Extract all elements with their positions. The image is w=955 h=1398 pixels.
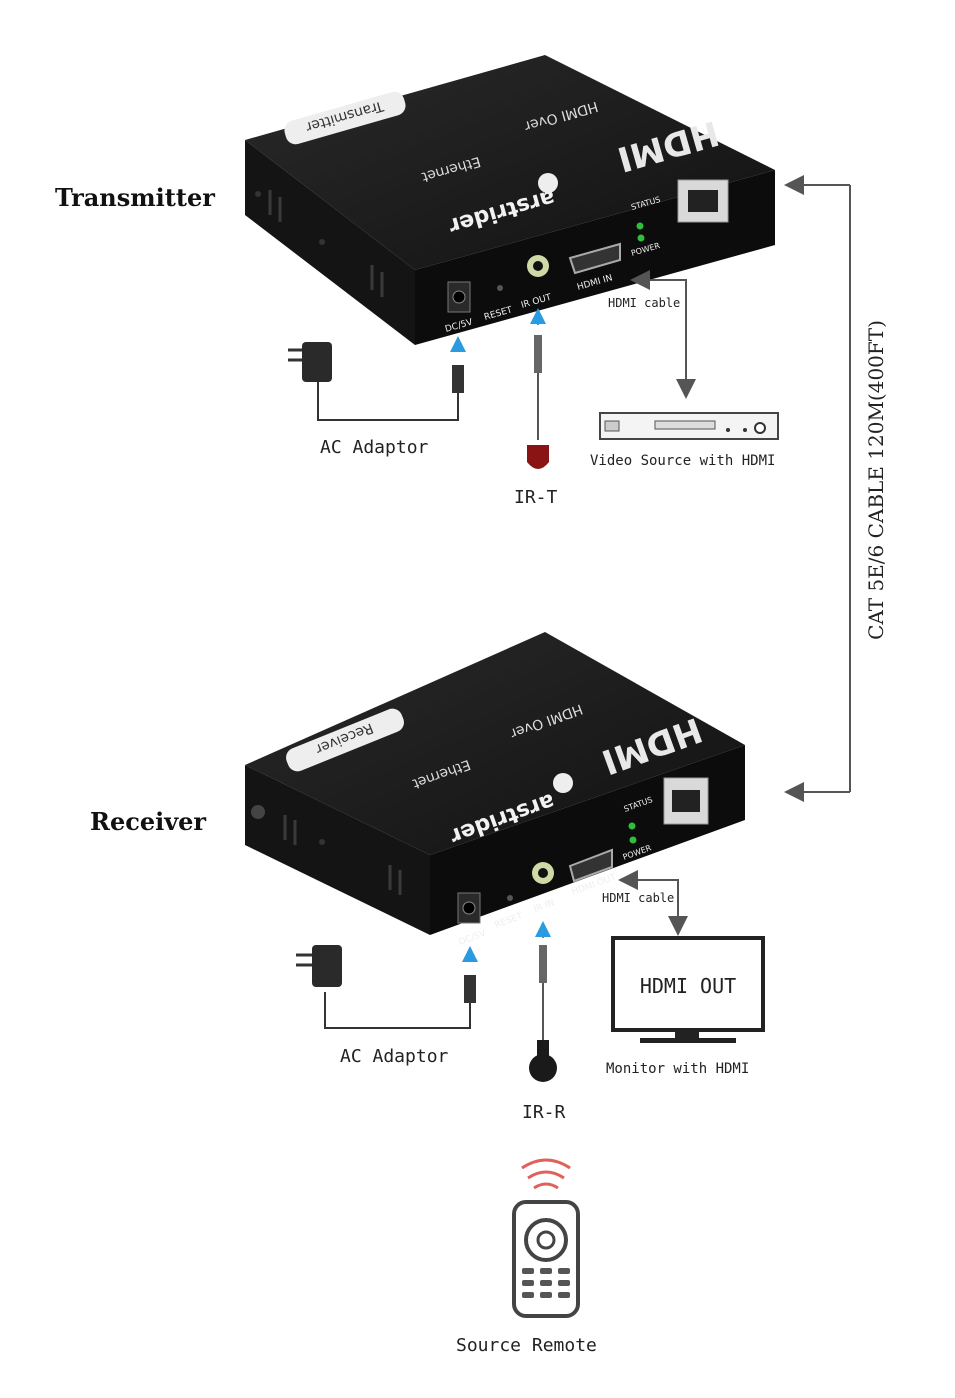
transmitter-hdmi-port xyxy=(568,242,621,275)
transmitter-device: Transmitter HDMI HDMI Over Ethernet arst… xyxy=(245,55,775,345)
monitor-icon xyxy=(611,936,765,1043)
tx-ac-adaptor-icon xyxy=(302,342,332,382)
transmitter-label: Transmitter xyxy=(55,183,215,212)
transmitter-power-wiring xyxy=(288,336,466,421)
rx-ac-adaptor-label: AC Adaptor xyxy=(340,1046,449,1067)
transmitter-reset-button xyxy=(497,285,503,291)
receiver-port-ir: IR IN xyxy=(533,898,556,915)
ir-receiver-icon xyxy=(529,1040,557,1082)
video-source-label: Video Source with HDMI xyxy=(590,453,775,469)
rx-ac-adaptor-icon xyxy=(312,945,342,987)
video-source-icon xyxy=(599,412,779,440)
monitor-screen-text: HDMI OUT xyxy=(640,974,736,998)
transmitter-hdmi-wiring xyxy=(630,270,696,399)
transmitter-power-led xyxy=(637,234,645,242)
receiver-reset-button xyxy=(507,895,513,901)
tx-ac-adaptor-label: AC Adaptor xyxy=(320,437,429,458)
tx-hdmi-cable-label: HDMI cable xyxy=(608,296,680,310)
receiver-power-led xyxy=(629,836,637,844)
receiver-port-reset: RESET xyxy=(494,911,525,930)
receiver-ir-wiring xyxy=(529,921,557,1082)
receiver-label: Receiver xyxy=(90,807,206,836)
rx-hdmi-cable-label: HDMI cable xyxy=(602,891,674,905)
monitor-label: Monitor with HDMI xyxy=(606,1061,749,1077)
signal-waves-icon xyxy=(521,1158,571,1190)
receiver-hdmi-wiring xyxy=(618,870,688,936)
ir-r-label: IR-R xyxy=(522,1102,566,1123)
receiver-hdmi-port xyxy=(568,848,613,883)
receiver-status-led xyxy=(628,822,636,830)
transmitter-status-led xyxy=(636,222,644,230)
ir-transmitter-icon xyxy=(527,445,549,469)
source-remote-icon xyxy=(512,1200,580,1318)
receiver-power-wiring xyxy=(296,945,478,1029)
ir-t-label: IR-T xyxy=(514,487,558,508)
transmitter-ir-wiring xyxy=(527,308,549,469)
source-remote-label: Source Remote xyxy=(456,1335,597,1356)
cat-cable-link xyxy=(784,175,851,802)
receiver-port-dc: DC/5V xyxy=(458,929,489,948)
cable-label: CAT 5E/6 CABLE 120M(400FT) xyxy=(864,320,888,640)
